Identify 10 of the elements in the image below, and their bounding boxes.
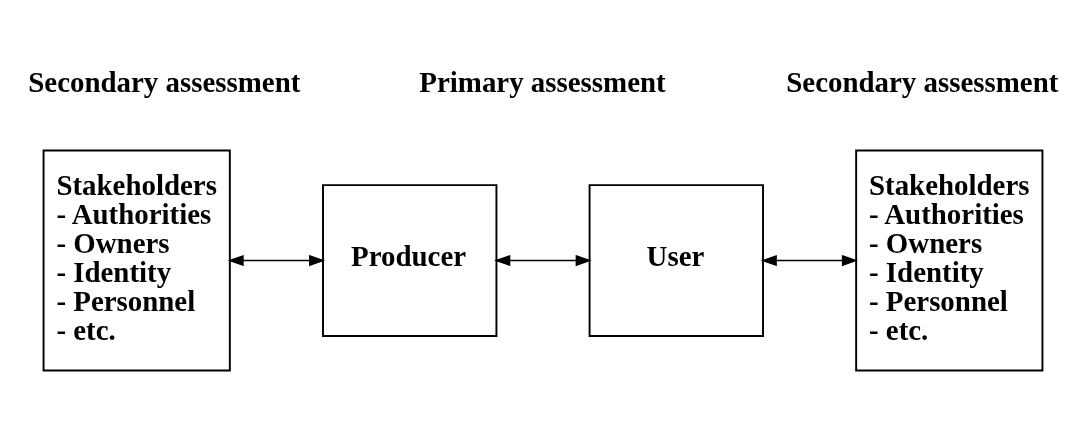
node-box: Stakeholders - Authorities - Owners - Identity - Personnel - etc. bbox=[855, 149, 1044, 372]
label: Secondary assessment bbox=[28, 65, 301, 98]
arrow bbox=[227, 254, 326, 267]
arrow bbox=[494, 254, 592, 267]
label: Primary assessment bbox=[419, 65, 666, 98]
node-box: Producer bbox=[322, 184, 498, 337]
node-box: Stakeholders - Authorities - Owners - Identity - Personnel - etc. bbox=[42, 149, 231, 372]
node-box: User bbox=[588, 184, 764, 337]
arrow bbox=[760, 254, 858, 267]
label: Secondary assessment bbox=[786, 65, 1059, 98]
